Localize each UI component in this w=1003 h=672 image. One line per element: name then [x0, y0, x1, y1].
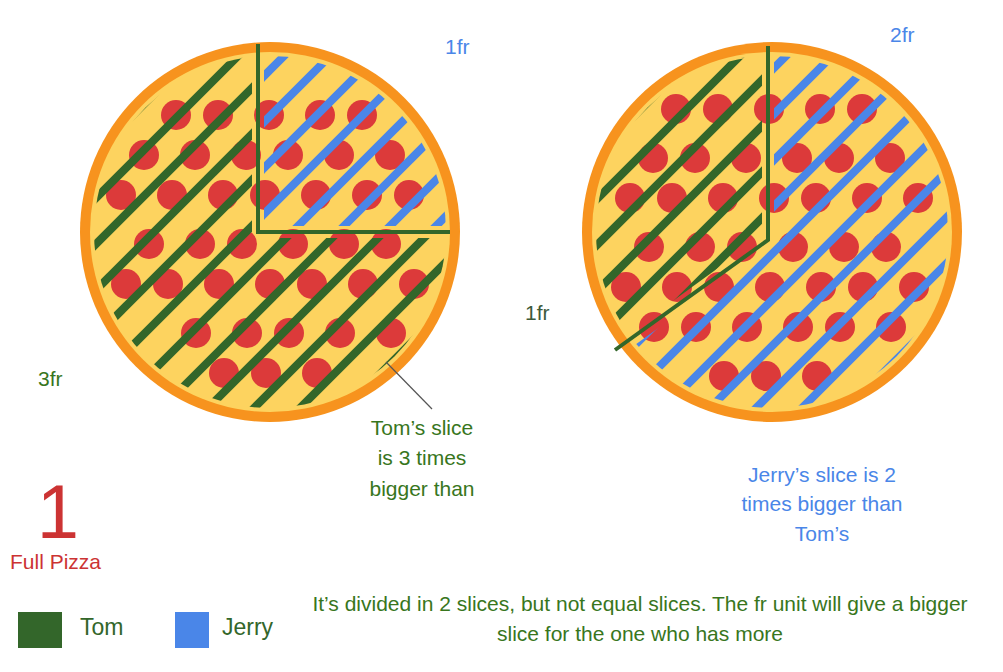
jerry-stripes [512, 0, 1003, 672]
slice-stripe [10, 132, 530, 652]
slice-stripe [512, 86, 1003, 606]
legend-label: Jerry [222, 614, 273, 641]
slice-stripe [512, 0, 1003, 514]
slice-stripe [10, 0, 530, 514]
slice-stripe [10, 0, 530, 468]
pizza-crust [80, 42, 460, 422]
slice-stripe [512, 0, 1003, 238]
slice-stripe [512, 0, 1003, 238]
slice-stripe [512, 0, 1003, 284]
leader-line [386, 362, 432, 409]
jerry-stripes [10, 0, 530, 672]
legend-label: Tom [80, 614, 123, 641]
slice-stripe [10, 86, 530, 606]
pizza-base [592, 52, 952, 412]
pizza-crust [582, 42, 962, 422]
slice-stripe [10, 0, 530, 284]
slice-stripe [512, 0, 1003, 514]
slice-stripe [512, 40, 1003, 560]
slice-stripe [512, 0, 1003, 192]
slice-stripe [512, 40, 1003, 560]
fraction-label: 1fr [445, 34, 470, 59]
slice-stripe [512, 0, 1003, 284]
slice-stripe [512, 132, 1003, 652]
slice-stripe [10, 0, 530, 514]
slice-divider [615, 46, 768, 350]
slice-stripe [512, 86, 1003, 606]
legend-swatch [175, 612, 209, 648]
tom-stripes [512, 0, 1003, 672]
slice-divider [258, 44, 450, 232]
slice-stripe [10, 0, 530, 284]
callout-note: Tom’s slice is 3 times bigger than [362, 413, 482, 504]
slice-stripe [512, 132, 1003, 652]
slice-stripe [512, 0, 1003, 192]
note-text: It’s divided in 2 slices, but not equal … [300, 589, 980, 650]
slice-stripe [10, 0, 530, 376]
caption-label: Full Pizza [10, 549, 101, 574]
tom-stripes [10, 0, 530, 672]
slice-stripe [10, 0, 530, 376]
callout-note: Jerry’s slice is 2 times bigger than Tom… [737, 460, 907, 548]
legend-swatch [18, 612, 62, 648]
fraction-label: 3fr [38, 366, 63, 391]
slice-stripe [10, 40, 530, 560]
fraction-label: 1fr [525, 300, 550, 325]
fraction-label: 2fr [890, 22, 915, 47]
big-number: 1 [30, 474, 86, 550]
